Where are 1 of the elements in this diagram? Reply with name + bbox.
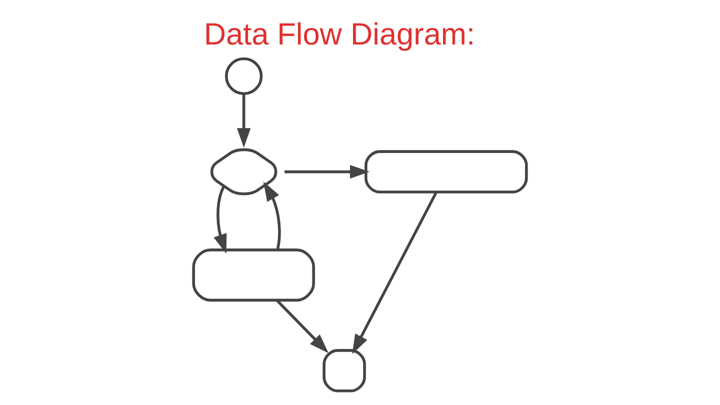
diagram-title: Data Flow Diagram: (204, 16, 475, 52)
